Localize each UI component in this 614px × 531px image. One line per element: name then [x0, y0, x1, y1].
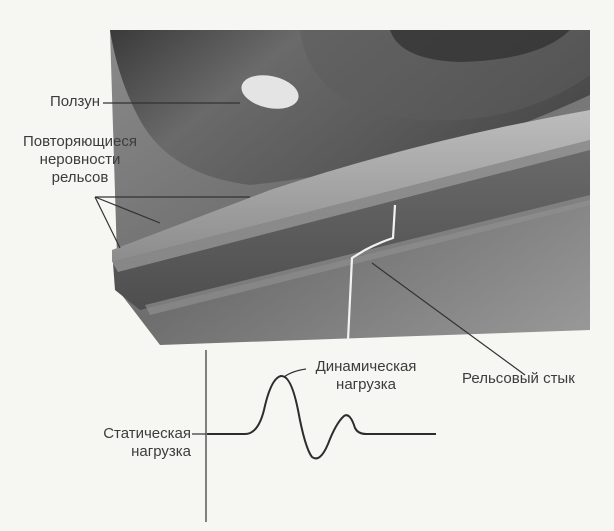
flat-spot-label: Ползун — [20, 93, 100, 111]
rail-joint-label: Рельсовый стык — [462, 370, 602, 388]
dynamic-load-label: Динамическая нагрузка — [306, 358, 426, 394]
static-load-label: Статическая нагрузка — [70, 425, 191, 461]
leader-dynamic-load — [284, 369, 306, 377]
repeating-irregularities-label: Повторяющиеся неровности рельсов — [0, 133, 160, 187]
